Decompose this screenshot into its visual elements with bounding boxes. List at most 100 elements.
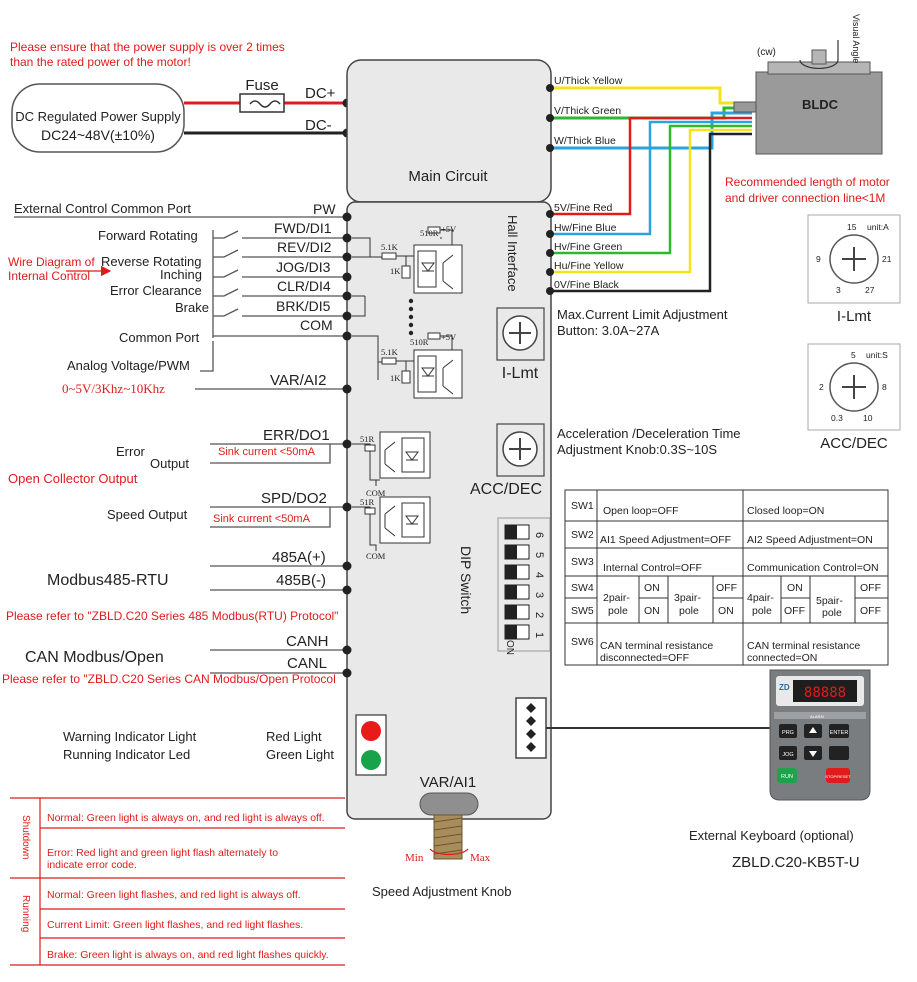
hall-interface-label: Hall Interface [505, 215, 520, 292]
svg-text:1: 1 [533, 632, 545, 638]
input-5v-label: +5V [441, 224, 457, 234]
power-supply-voltage: DC24~48V(±10%) [41, 127, 155, 143]
dip-switch-levers[interactable] [504, 524, 530, 640]
485b-terminal [342, 585, 352, 595]
fuse-label: Fuse [245, 77, 278, 94]
keyboard-display: 88888 [804, 685, 846, 701]
sw4-label: SW4 [571, 582, 594, 594]
acc-dial-cross [842, 375, 866, 399]
input-r1k-label-2: 1K [390, 373, 401, 383]
power-supply-box [11, 83, 185, 153]
wire-diagram-note-2: Internal Control [8, 269, 90, 283]
pair3-b: pole [679, 605, 699, 617]
error-output-label: Output [150, 456, 189, 471]
pair5-sw4: OFF [860, 582, 881, 594]
output-com-label: COM [366, 488, 386, 498]
ilmt-potentiometer[interactable] [496, 307, 545, 361]
input-r510-label-2: 510R [410, 337, 429, 347]
status-running-brake: Brake: Green light is always on, and red… [47, 949, 329, 961]
running-label: Running [20, 895, 31, 932]
svg-text:3: 3 [533, 592, 545, 598]
output-r51-label-2: 51R [360, 497, 375, 507]
sw6-off-1: CAN terminal resistance [600, 640, 713, 652]
green-indicator-light [361, 750, 381, 770]
pair2-sw5: ON [644, 605, 660, 617]
keyboard-prg: PRG [782, 730, 794, 736]
pair2-sw4: ON [644, 582, 660, 594]
hall-hu-terminal [546, 268, 554, 276]
green-light-label: Green Light [266, 747, 334, 762]
visual-angle-label: Visual Angle [851, 14, 861, 63]
ilmt-dial-label: I-Lmt [837, 308, 872, 325]
sink2-label: Sink current <50mA [213, 513, 311, 525]
modbus-protocol-note: Please refer to "ZBLD.C20 Series 485 Mod… [6, 609, 338, 623]
dc-minus-label: DC- [305, 117, 332, 134]
brake-label: Brake [175, 300, 209, 315]
hall-hu-label: Hu/Fine Yellow [554, 260, 624, 272]
u-wire-label: U/Thick Yellow [554, 75, 623, 87]
dip-numbers: 6 5 4 3 2 1 [533, 532, 545, 638]
dc-plus-label: DC+ [305, 85, 336, 102]
rotation-arrow-icon [799, 59, 839, 70]
power-warning-line2: than the rated power of the motor! [10, 55, 191, 69]
sw5-label: SW5 [571, 605, 594, 617]
keyboard-stop: STOP/RESET [825, 774, 851, 779]
svg-text:5: 5 [533, 552, 545, 558]
pair3-sw5: ON [718, 605, 734, 617]
wire-diagram-note-1: Wire Diagram of [8, 255, 95, 269]
analog-label: Analog Voltage/PWM [67, 358, 190, 373]
var-ai2-terminal [342, 384, 352, 394]
canh-terminal [342, 645, 352, 655]
svg-text:4: 4 [533, 572, 545, 578]
pair5-sw5: OFF [860, 605, 881, 617]
status-running-current: Current Limit: Green light flashes, and … [47, 919, 303, 931]
sw1-label: SW1 [571, 500, 594, 512]
var-ai2-label: VAR/AI2 [270, 372, 326, 389]
ilmt-mark-3: 3 [836, 285, 841, 295]
sw1-on: Closed loop=ON [747, 505, 824, 517]
hall-wires [551, 116, 752, 293]
ilmt-dial-cross [842, 247, 866, 271]
u-terminal [546, 84, 554, 92]
error-clear-label: Error Clearance [110, 283, 202, 298]
status-shutdown-error-1: Error: Red light and green light flash a… [47, 847, 278, 859]
pw-label: PW [313, 201, 336, 217]
input-terminals [342, 233, 352, 341]
hall-0v-terminal [546, 287, 554, 295]
red-light-label: Red Light [266, 729, 322, 744]
status-table-lines [10, 797, 345, 966]
pair5-a: 5pair- [816, 595, 843, 607]
input-5v-label-2: +5V [441, 332, 457, 342]
sw1-off: Open loop=OFF [603, 505, 679, 517]
sw3-off: Internal Control=OFF [603, 562, 702, 574]
status-shutdown-normal: Normal: Green light is always on, and re… [47, 812, 325, 824]
sw6-on-2: connected=ON [747, 652, 817, 664]
fuse [239, 93, 285, 113]
ilmt-mark-9: 9 [816, 254, 821, 264]
pair4-sw5: OFF [784, 605, 805, 617]
ilmt-dial-unit: unit:A [867, 222, 889, 232]
knob-min-label: Min [405, 852, 424, 864]
analog-range-label: 0~5V/3Khz~10Khz [62, 381, 165, 396]
ilmt-desc-2: Button: 3.0A~27A [557, 323, 660, 338]
speed-knob-cap[interactable] [419, 792, 479, 816]
output-r51-label: 51R [360, 434, 375, 444]
pair3-sw4: OFF [716, 582, 737, 594]
sw-table-text: SW1 Open loop=OFF Closed loop=ON SW2 AI1… [571, 500, 881, 664]
svg-text:2: 2 [533, 612, 545, 618]
shutdown-label: Shutdown [20, 815, 31, 859]
external-keyboard[interactable] [769, 669, 871, 801]
accdec-label: ACC/DEC [470, 481, 542, 498]
acc-mark-8: 8 [882, 382, 887, 392]
pair3-a: 3pair- [674, 592, 701, 604]
sw3-on: Communication Control=ON [747, 562, 879, 574]
dip-switch-label: DIP Switch [458, 546, 474, 614]
sw6-on-1: CAN terminal resistance [747, 640, 860, 652]
err-wires [210, 443, 348, 464]
main-circuit-label: Main Circuit [408, 168, 488, 185]
can-protocol-note: Please refer to "ZBLD.C20 Series CAN Mod… [2, 672, 336, 686]
accdec-potentiometer[interactable] [496, 423, 545, 477]
sw2-off: AI1 Speed Adjustment=OFF [600, 534, 731, 546]
sw2-on: AI2 Speed Adjustment=ON [747, 534, 873, 546]
